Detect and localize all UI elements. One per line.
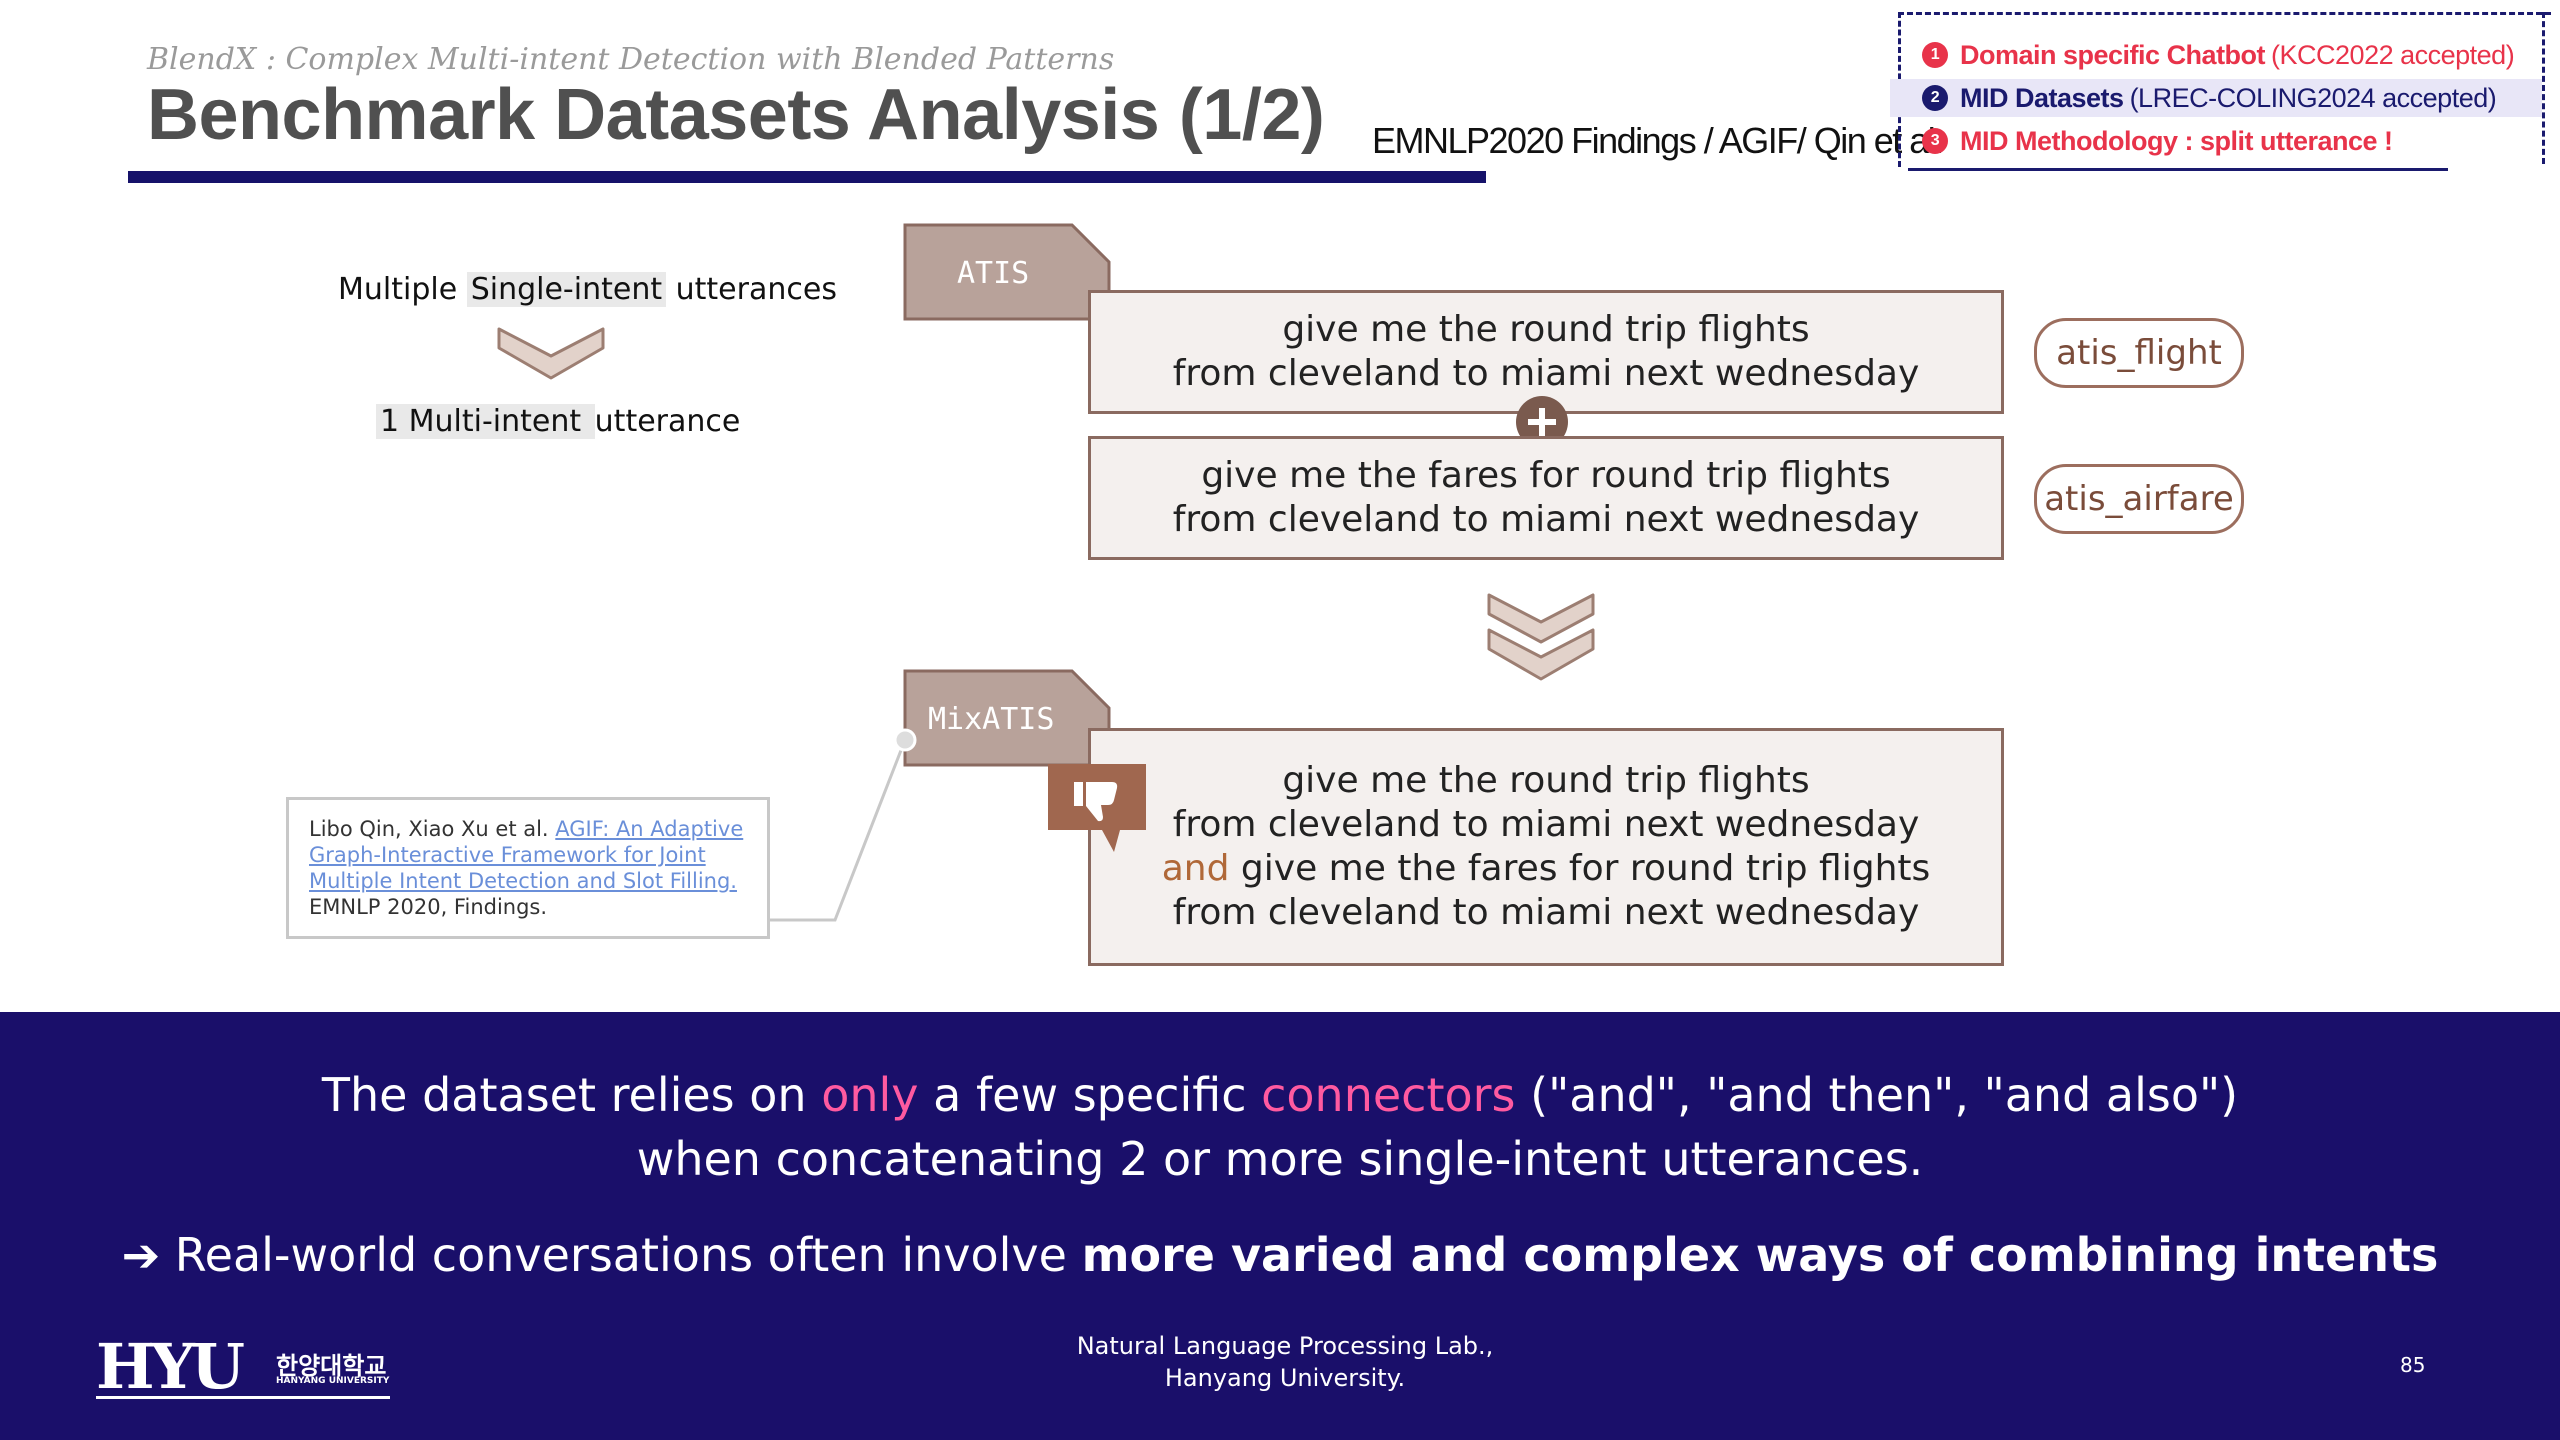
legend-single-intent: Multiple Single-intent utterances (338, 272, 837, 307)
logo-korean-name: 한양대학교 (276, 1352, 387, 1380)
banner-text: Real-world conversations often involve (160, 1228, 1082, 1282)
banner-line-3: ➔ Real-world conversations often involve… (0, 1228, 2560, 1282)
utterance-line: from cleveland to miami next wednesday (1172, 804, 1920, 845)
outline-item-1: 1 Domain specific Chatbot (KCC2022 accep… (1922, 36, 2515, 74)
outline-item-1-note: (KCC2022 accepted) (2271, 39, 2515, 70)
summary-banner (0, 1012, 2560, 1440)
legend-multi-intent: 1 Multi-intent utterance (376, 404, 740, 439)
outline-underline (1908, 168, 2448, 171)
utterance-line: from cleveland to miami next wednesday (1172, 499, 1920, 540)
footer-lab-line-2: Hanyang University. (1164, 1364, 1406, 1392)
page-number: 85 (2400, 1353, 2426, 1377)
outline-item-1-title: Domain specific Chatbot (1960, 39, 2266, 70)
outline-item-2-note: (LREC-COLING2024 accepted) (2129, 82, 2497, 113)
legend-bottom-highlight: 1 Multi-intent (376, 404, 595, 439)
logo-english-name: HANYANG UNIVERSITY (276, 1376, 390, 1386)
outline-item-3: 3 MID Methodology : split utterance ! (1922, 122, 2399, 160)
connector-word: and (1161, 848, 1230, 889)
atis-utterance-2: give me the fares for round trip flights… (1088, 436, 2004, 560)
banner-text: a few specific (918, 1068, 1262, 1122)
banner-line-2: when concatenating 2 or more single-inte… (636, 1132, 1924, 1186)
mixatis-tab-label: MixATIS (928, 702, 1055, 737)
outline-number-3: 3 (1922, 128, 1948, 154)
arrow-right-icon: ➔ (121, 1228, 161, 1282)
logo-underline (96, 1396, 390, 1399)
outline-frame-edge (2542, 12, 2545, 164)
intent-label-atis-flight: atis_flight (2034, 318, 2244, 388)
utterance-line: from cleveland to miami next wednesday (1172, 892, 1920, 933)
intent-label-atis-airfare: atis_airfare (2034, 464, 2244, 534)
footer-lab: Natural Language Processing Lab., Hanyan… (1030, 1330, 1540, 1394)
legend-top-highlight: Single-intent (466, 272, 667, 307)
utterance-line: and give me the fares for round trip fli… (1162, 847, 1931, 891)
utterance-line-text: give me the fares for round trip flights (1240, 848, 1931, 889)
utterance-line: from cleveland to miami next wednesday (1172, 353, 1920, 394)
utterance-line: give me the round trip flights (1282, 760, 1810, 801)
banner-line-1: The dataset relies on only a few specifi… (0, 1068, 2560, 1122)
university-logo: HYU 한양대학교 HANYANG UNIVERSITY (96, 1330, 396, 1403)
banner-emphasis: only (821, 1068, 919, 1122)
outline-number-1: 1 (1922, 42, 1948, 68)
outline-number-2: 2 (1922, 85, 1948, 111)
banner-emphasis-bold: more varied and complex ways of combinin… (1081, 1228, 2439, 1282)
thumbs-down-icon (1048, 764, 1146, 852)
logo-mark: HYU (96, 1330, 245, 1403)
atis-utterance-1: give me the round trip flights from clev… (1088, 290, 2004, 414)
utterance-line: give me the round trip flights (1282, 309, 1810, 350)
chevron-down-icon (497, 327, 605, 380)
mixatis-utterance: give me the round trip flights from clev… (1088, 728, 2004, 966)
slide-title: Benchmark Datasets Analysis (1/2) (147, 75, 1325, 155)
utterance-line: give me the fares for round trip flights (1201, 455, 1891, 496)
reference-venue: EMNLP 2020, Findings. (309, 895, 548, 919)
double-chevron-down-icon (1487, 593, 1595, 681)
plus-icon (1516, 396, 1568, 448)
banner-text: The dataset relies on (321, 1068, 822, 1122)
legend-top-prefix: Multiple (338, 272, 467, 307)
banner-text: ("and", "and then", "and also") (1515, 1068, 2239, 1122)
title-underline (128, 171, 1486, 183)
reference-authors: Libo Qin, Xiao Xu et al. (309, 817, 556, 841)
banner-emphasis: connectors (1261, 1068, 1516, 1122)
slide-subtitle: BlendX : Complex Multi-intent Detection … (147, 42, 1115, 77)
outline-item-2: 2 MID Datasets (LREC-COLING2024 accepted… (1890, 79, 2542, 117)
legend-bottom-suffix: utterance (594, 404, 741, 439)
legend-top-suffix: utterances (666, 272, 837, 307)
atis-tab-label: ATIS (957, 256, 1030, 291)
source-citation: EMNLP2020 Findings / AGIF/ Qin et al. (1372, 120, 1944, 161)
reference-connector-line (770, 728, 917, 922)
reference-link[interactable]: AGIF: An Adaptive Graph-Interactive Fram… (309, 817, 744, 893)
reference-box: Libo Qin, Xiao Xu et al. AGIF: An Adapti… (286, 797, 770, 939)
outline-item-2-title: MID Datasets (1960, 82, 2124, 113)
outline-item-3-title: MID Methodology : split utterance ! (1960, 125, 2393, 156)
footer-lab-line-1: Natural Language Processing Lab., (1076, 1332, 1494, 1360)
